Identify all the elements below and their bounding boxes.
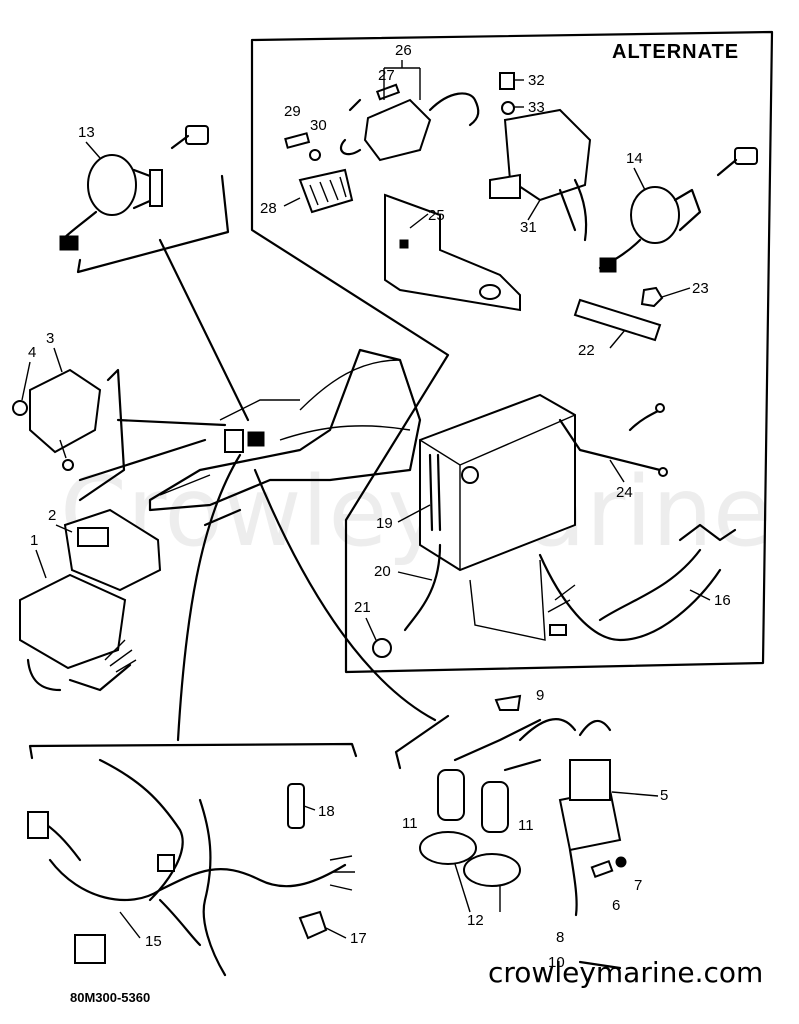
terminal-10 [578,960,622,970]
part-label-22: 22 [578,342,595,359]
part-label-33: 33 [528,99,545,116]
bolt-29 [284,132,311,149]
rectifier-28 [298,168,354,214]
part-label-12: 12 [467,912,484,929]
clip-9 [494,694,522,711]
part-label-28: 28 [260,200,277,217]
harness-panel-frame [28,742,358,760]
battery-cable-24 [558,403,668,477]
bolt-32 [499,72,515,90]
ignition-coil-5 [518,718,622,852]
bolt-6 [590,859,614,879]
plug-cap-11-right [481,758,542,833]
part-label-8: 8 [556,929,564,946]
nut-23 [640,286,664,308]
electrical-box-2 [63,508,162,592]
part-label-9: 9 [536,687,544,704]
nut-33 [501,101,515,115]
connector-17 [298,910,328,940]
part-label-31: 31 [520,219,537,236]
bracket-25 [384,193,521,312]
part-label-25: 25 [428,207,445,224]
part-label-1: 1 [30,532,38,549]
part-label-30: 30 [310,117,327,134]
part-label-7: 7 [634,877,642,894]
watercraft-hull [148,348,422,527]
part-label-26: 26 [395,42,412,59]
part-label-11a: 11 [402,815,418,832]
grommet-21 [372,638,392,658]
alternate-panel-outline [250,30,774,674]
key-switch-bracket [76,174,230,274]
wire-harness-16 [538,523,737,642]
part-label-23: 23 [692,280,709,297]
part-label-14: 14 [626,150,643,167]
washer-7 [615,856,627,868]
part-label-16: 16 [714,592,731,609]
starter-solenoid-26 [339,83,480,162]
part-labels: 1 2 3 4 5 6 7 8 9 10 11 11 12 13 14 15 1… [28,42,731,971]
plate-22 [573,298,662,342]
part-label-6: 6 [612,897,620,914]
wire-harness-15 [27,758,355,977]
part-label-21: 21 [354,599,371,616]
battery-box [419,393,576,572]
electrical-box-1 [19,573,137,692]
part-label-11b: 11 [518,817,534,834]
key-switch-14 [598,147,758,273]
part-label-18: 18 [318,803,335,820]
part-label-3: 3 [46,330,54,347]
hold-down-strap [469,559,546,641]
drawing-code: 80M300-5360 [70,990,150,1005]
terminal-18 [287,783,305,829]
part-label-4: 4 [28,344,36,361]
part-label-2: 2 [48,507,56,524]
washer-30 [309,149,321,161]
cdi-unit-3 [12,368,102,471]
part-label-27: 27 [378,67,395,84]
leader-lines [78,238,437,742]
vent-hose-20 [403,543,442,632]
key-switch-13 [59,125,209,251]
wire-8 [568,848,578,917]
battery-strap-19 [428,453,442,532]
alternate-heading: ALTERNATE [612,41,739,63]
solenoid-31 [489,108,592,242]
part-label-13: 13 [78,124,95,141]
spark-plug-covers-12 [419,831,521,887]
part-label-20: 20 [374,563,391,580]
part-label-29: 29 [284,103,301,120]
part-label-24: 24 [616,484,633,501]
plug-cap-11-left [437,718,542,821]
part-label-19: 19 [376,515,393,532]
footer-url: crowleymarine.com [488,956,763,989]
part-label-5: 5 [660,787,668,804]
part-label-17: 17 [350,930,367,947]
hull-connector-block [224,429,265,453]
part-label-32: 32 [528,72,545,89]
part-label-15: 15 [145,933,162,950]
label-ticks [21,60,711,939]
part-label-10: 10 [548,954,565,971]
ignition-panel-bracket [394,714,450,770]
